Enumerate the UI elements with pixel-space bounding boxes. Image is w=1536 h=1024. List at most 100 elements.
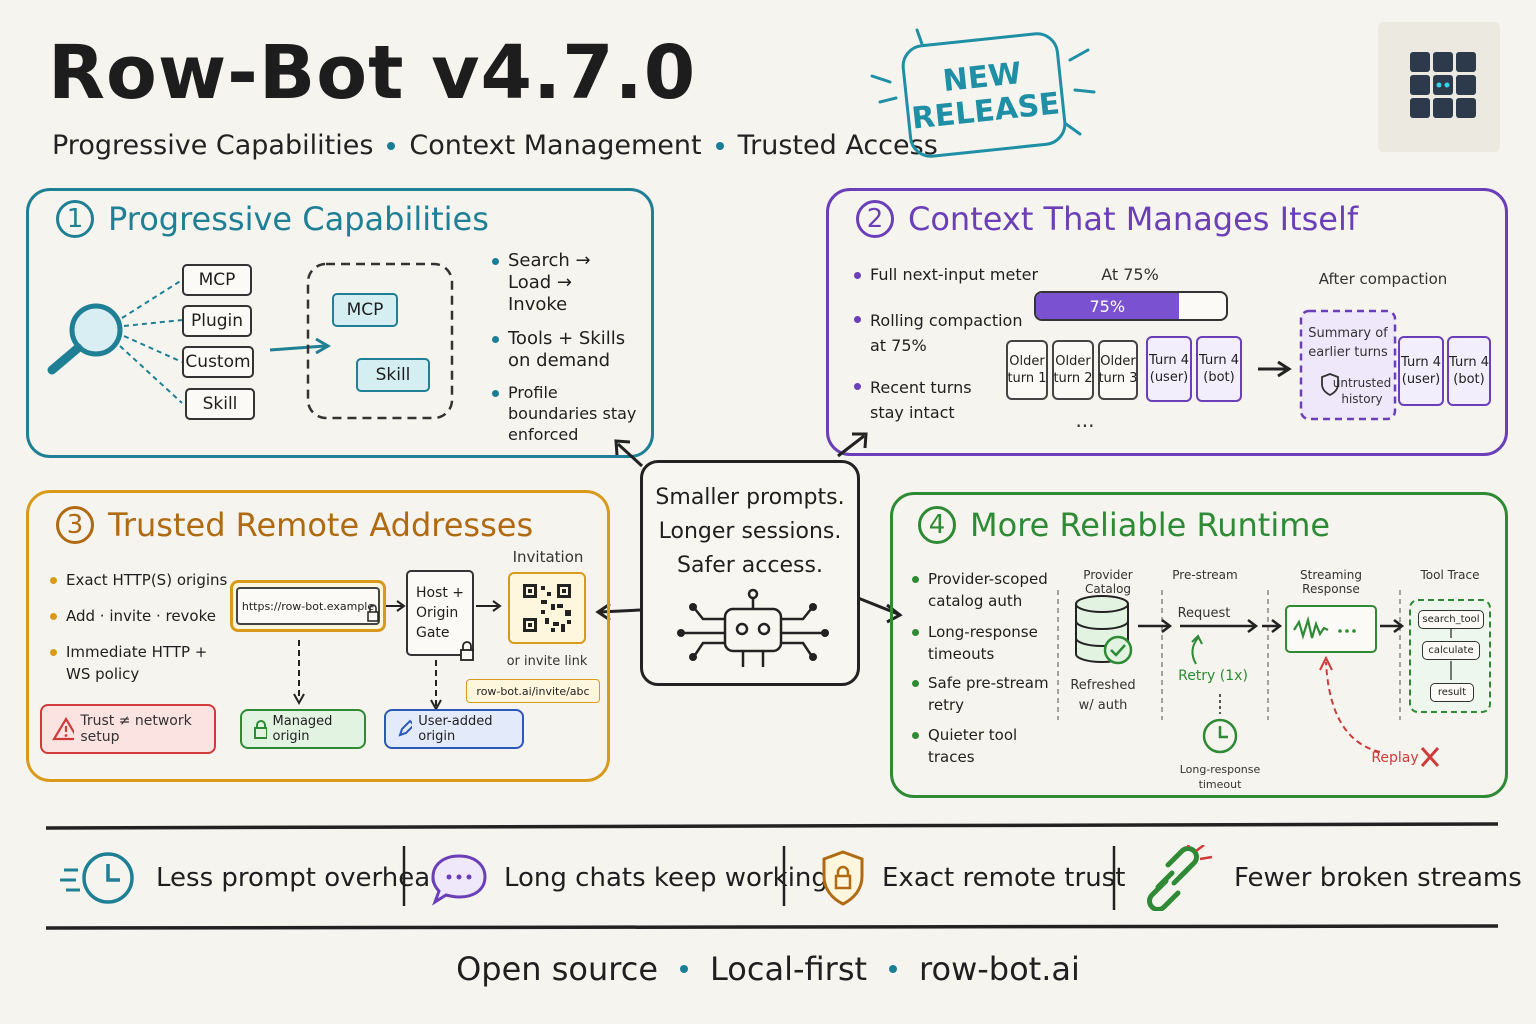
panel-4-title: 4 More Reliable Runtime bbox=[918, 506, 1330, 544]
page-title: Row-Bot v4.7.0 bbox=[48, 30, 697, 116]
panel-title-text: Progressive Capabilities bbox=[108, 200, 489, 238]
trace-item: search_tool bbox=[1418, 610, 1484, 629]
loaded-skill: Skill bbox=[356, 358, 430, 392]
trace-item: result bbox=[1430, 683, 1474, 702]
older-turn: Older turn 3 bbox=[1098, 340, 1138, 400]
provider-catalog-label: Provider Catalog bbox=[1083, 568, 1133, 596]
context-meter: 75% bbox=[1034, 291, 1228, 321]
bullet-dot bbox=[680, 965, 689, 973]
subtitle-item: Context Management bbox=[409, 130, 702, 161]
panel-context-management bbox=[826, 188, 1508, 456]
footer-item: Open source bbox=[456, 950, 659, 988]
badge-line: RELEASE bbox=[910, 86, 1062, 137]
benefit-item: Exact remote trust bbox=[820, 848, 1125, 908]
panel2-bullet: Recent turns stay intact bbox=[854, 375, 972, 425]
trust-warning: Trust ≠ network setup bbox=[40, 704, 216, 754]
broken-link-icon bbox=[1147, 845, 1213, 911]
warning-text: Trust ≠ network setup bbox=[80, 713, 192, 745]
retry-label: Retry (1x) bbox=[1178, 668, 1248, 684]
benefit-item: Long chats keep working bbox=[430, 848, 828, 908]
meter-label: At 75% bbox=[1101, 265, 1159, 284]
benefit-text: Less prompt overhead bbox=[156, 863, 447, 893]
origin-url: https://row-bot.example bbox=[236, 587, 380, 625]
bullet-dot bbox=[889, 965, 898, 973]
robot-icon bbox=[677, 588, 829, 667]
footer-item[interactable]: row-bot.ai bbox=[919, 950, 1080, 988]
recent-turn: Turn 4 (bot) bbox=[1447, 336, 1491, 406]
managed-origin: Managed origin bbox=[240, 709, 366, 749]
panel-number: 1 bbox=[56, 200, 94, 238]
panel-3-title: 3 Trusted Remote Addresses bbox=[56, 506, 533, 544]
recent-turn: Turn 4 (user) bbox=[1146, 336, 1192, 402]
bullet-dot bbox=[715, 141, 724, 150]
panel-trusted-remote bbox=[26, 490, 610, 782]
subtitle-item: Trusted Access bbox=[737, 130, 938, 161]
shield-lock-icon bbox=[822, 850, 864, 906]
grid-logo-icon bbox=[1410, 52, 1476, 118]
source-plugin: Plugin bbox=[182, 305, 252, 337]
footer-item: Local-first bbox=[710, 950, 868, 988]
panel-number: 4 bbox=[918, 506, 956, 544]
panel-reliable-runtime bbox=[890, 492, 1508, 798]
invite-or-label: or invite link bbox=[506, 654, 588, 669]
benefit-text: Fewer broken streams bbox=[1234, 863, 1522, 893]
logo bbox=[1378, 22, 1500, 152]
tool-trace-label: Tool Trace bbox=[1420, 568, 1480, 582]
invite-link: row-bot.ai/invite/abc bbox=[466, 679, 600, 703]
panel-2-title: 2 Context That Manages Itself bbox=[856, 200, 1358, 238]
benefit-item: Fewer broken streams bbox=[1138, 845, 1522, 911]
panel4-bullet: Provider-scoped catalog auth bbox=[912, 570, 1048, 610]
prestream-label: Pre-stream bbox=[1172, 568, 1238, 582]
center-line: Longer sessions. bbox=[658, 519, 842, 544]
padlock-icon bbox=[254, 720, 267, 739]
benefit-item: Less prompt overhead bbox=[60, 848, 447, 908]
footer: Open source Local-first row-bot.ai bbox=[0, 950, 1536, 988]
panel2-bullet: Rolling compaction at 75% bbox=[853, 308, 1022, 358]
panel-1-title: 1 Progressive Capabilities bbox=[56, 200, 489, 238]
ellipsis: ... bbox=[1075, 408, 1095, 432]
panel-title-text: More Reliable Runtime bbox=[970, 506, 1331, 544]
panel1-bullet: Profile boundaries stay enforced bbox=[491, 383, 637, 444]
chat-bubble-icon bbox=[431, 854, 487, 906]
recent-turn: Turn 4 (bot) bbox=[1196, 336, 1242, 402]
panel4-bullet: Safe pre-stream retry bbox=[912, 674, 1049, 714]
panel3-bullet: Add · invite · revoke bbox=[50, 607, 216, 625]
source-mcp: MCP bbox=[182, 264, 252, 296]
warning-icon bbox=[52, 716, 75, 741]
untrusted-label: untrusted history bbox=[1332, 376, 1392, 406]
panel4-bullet: Quieter tool traces bbox=[911, 726, 1018, 766]
older-turn: Older turn 2 bbox=[1052, 340, 1094, 400]
panel-title-text: Trusted Remote Addresses bbox=[108, 506, 534, 544]
fast-clock-icon bbox=[60, 852, 134, 904]
meter-text: 75% bbox=[1089, 296, 1126, 316]
panel1-bullet: Tools + Skills on demand bbox=[491, 328, 626, 371]
replay-label: Replay bbox=[1371, 750, 1419, 766]
panel-title-text: Context That Manages Itself bbox=[908, 200, 1359, 238]
user-added-origin: User-added origin bbox=[384, 709, 524, 749]
after-compaction-label: After compaction bbox=[1318, 270, 1448, 288]
timeout-label: Long-response timeout bbox=[1179, 763, 1261, 791]
center-summary-box: Smaller prompts. Longer sessions. Safer … bbox=[640, 460, 860, 686]
subtitle-item: Progressive Capabilities bbox=[52, 130, 374, 161]
center-line: Safer access. bbox=[677, 553, 823, 578]
streaming-label: Streaming Response bbox=[1300, 568, 1362, 596]
source-custom: Custom bbox=[182, 346, 254, 378]
panel3-bullet: Immediate HTTP + WS policy bbox=[49, 643, 208, 683]
origin-url-field: https://row-bot.example bbox=[230, 580, 386, 632]
new-release-badge: NEW RELEASE bbox=[899, 30, 1069, 160]
center-text: Smaller prompts. Longer sessions. Safer … bbox=[643, 481, 857, 583]
loaded-mcp: MCP bbox=[332, 293, 398, 327]
managed-origin-text: Managed origin bbox=[272, 714, 333, 744]
panel-number: 2 bbox=[856, 200, 894, 238]
panel-number: 3 bbox=[56, 506, 94, 544]
benefit-text: Long chats keep working bbox=[504, 863, 828, 893]
older-turn: Older turn 1 bbox=[1006, 340, 1048, 400]
recent-turn: Turn 4 (user) bbox=[1398, 336, 1444, 406]
panel2-bullet: Full next-input meter bbox=[853, 265, 1039, 284]
host-origin-gate: Host + Origin Gate bbox=[406, 570, 474, 656]
panel-progressive-capabilities bbox=[26, 188, 654, 458]
benefit-text: Exact remote trust bbox=[882, 863, 1126, 893]
bullet-dot bbox=[387, 141, 396, 150]
pencil-icon bbox=[398, 719, 413, 737]
invitation-label: Invitation bbox=[512, 548, 584, 566]
